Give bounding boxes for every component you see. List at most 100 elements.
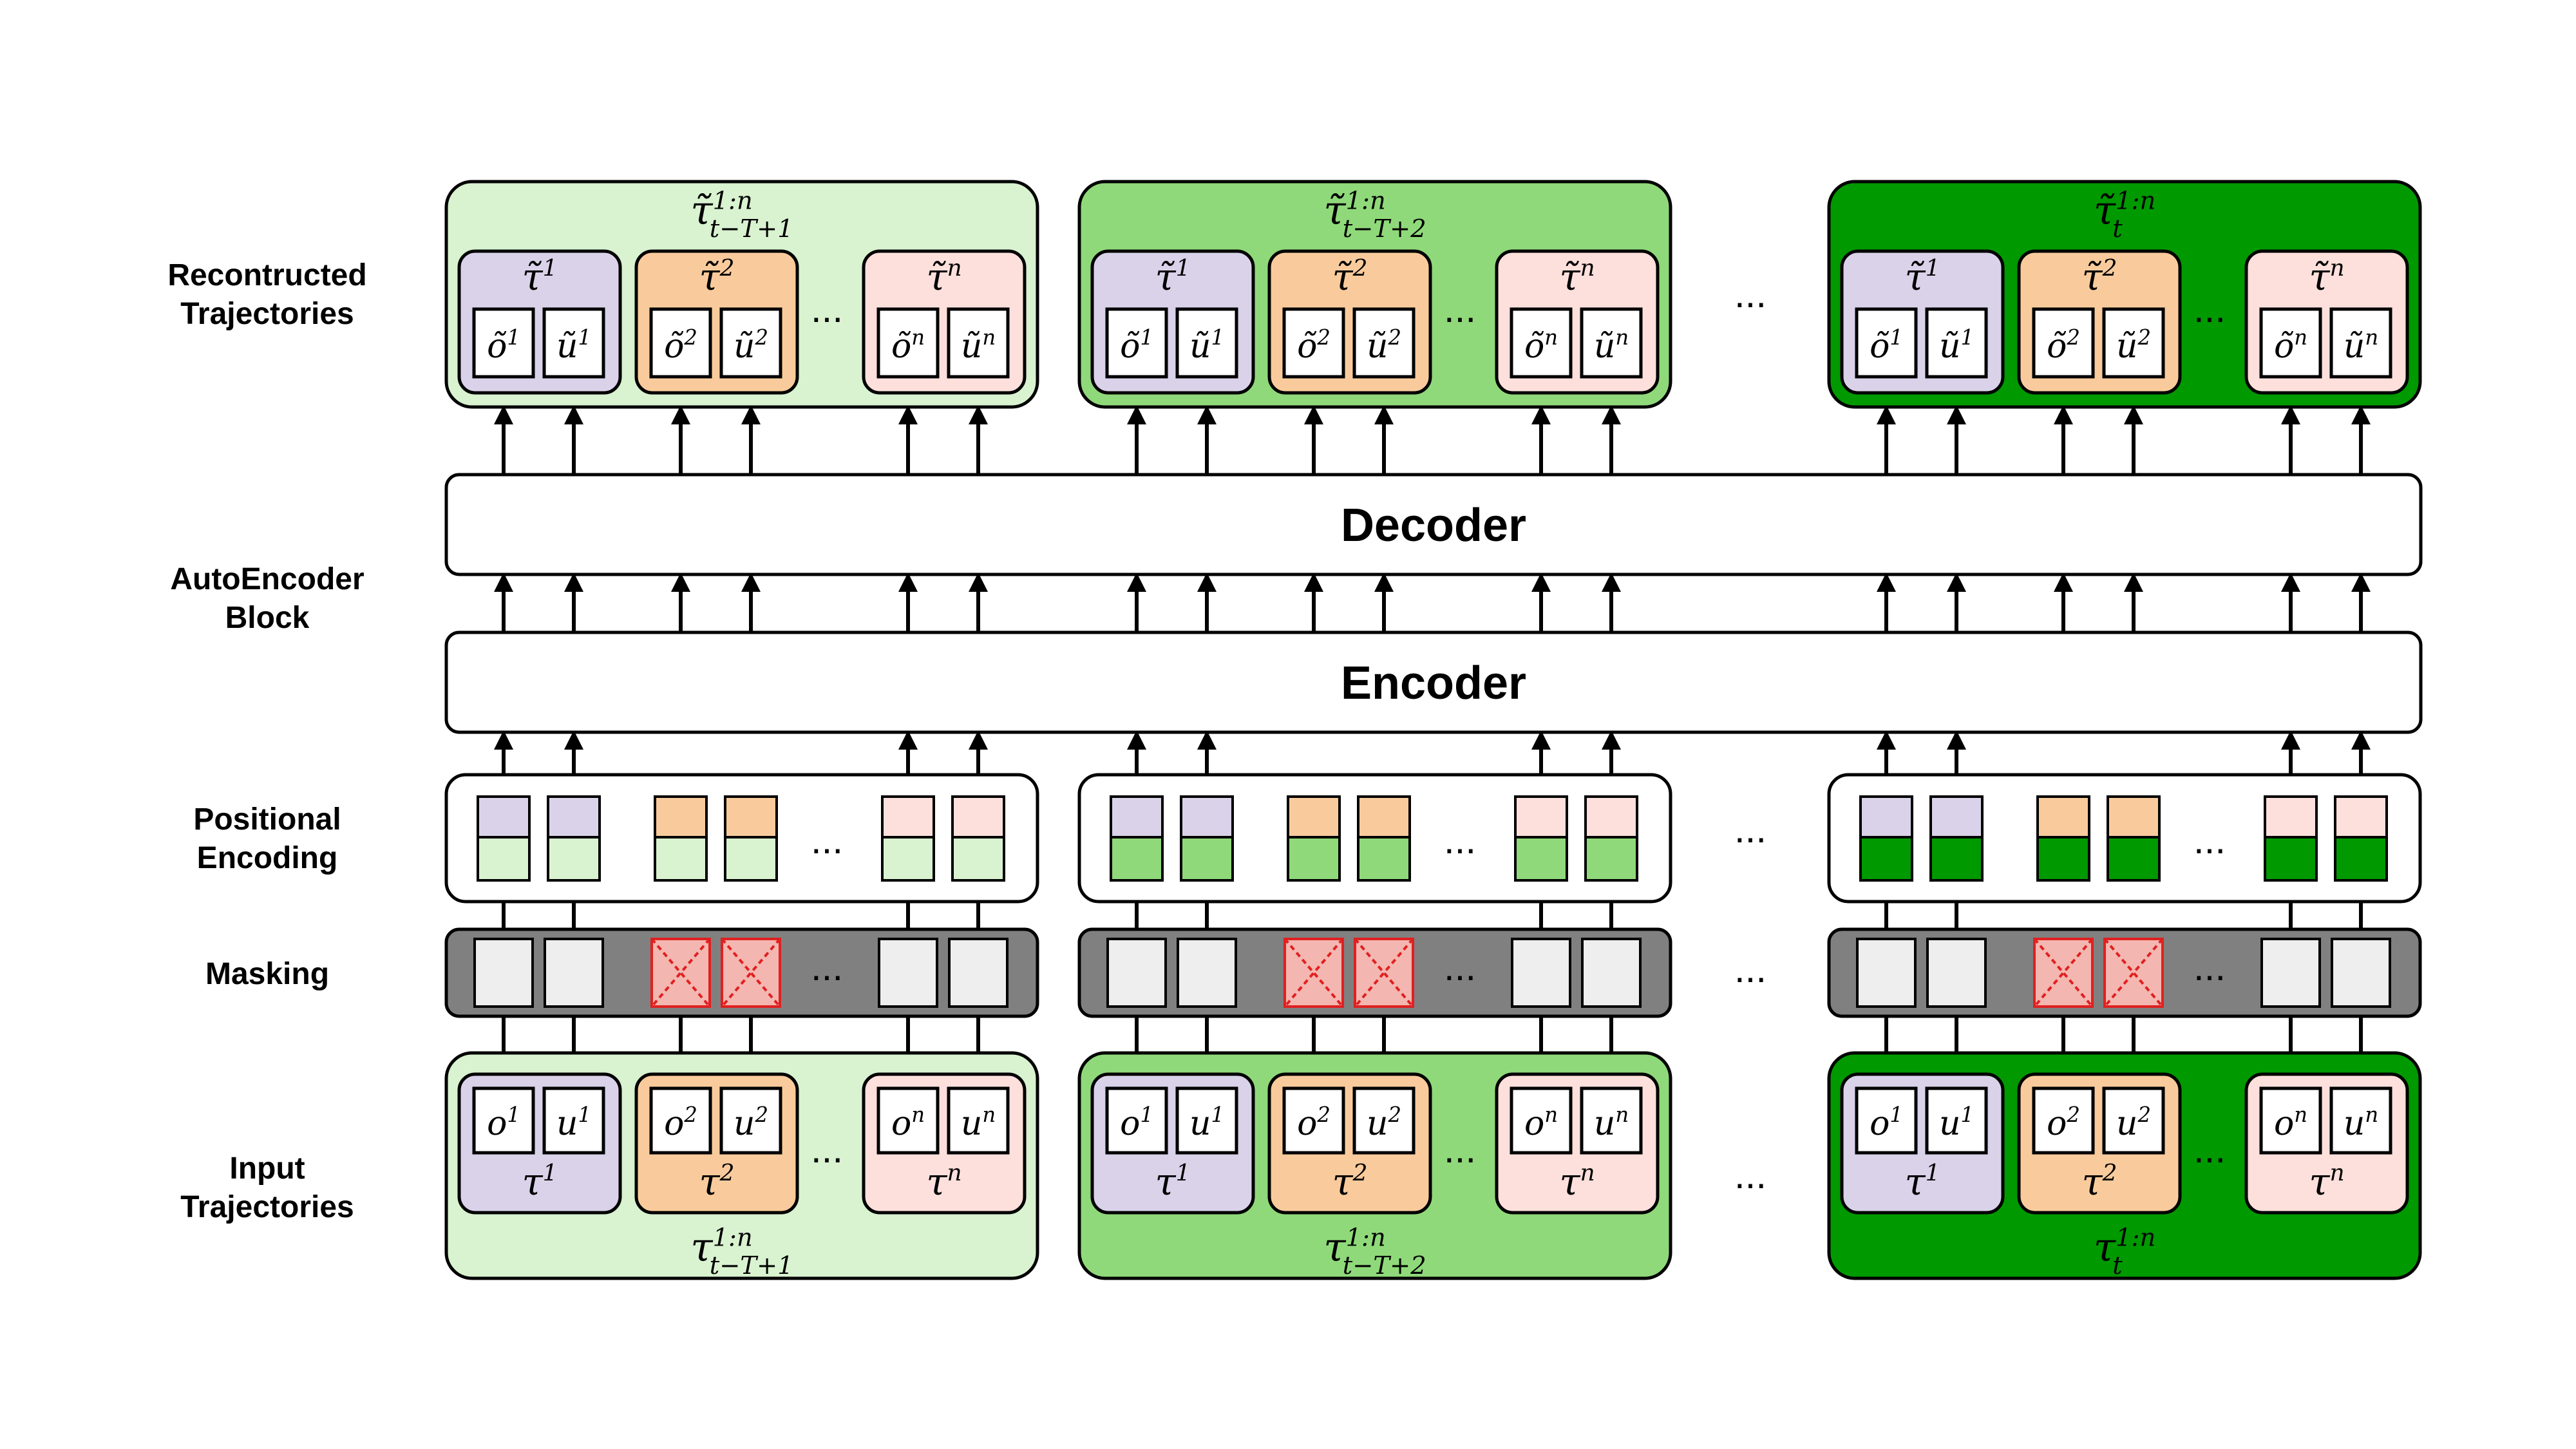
input-act-token-label: un bbox=[1594, 1103, 1629, 1143]
input-agent-label: τ2 bbox=[699, 1160, 735, 1204]
positional-token-time-part bbox=[1514, 836, 1568, 882]
decoder-block: Decoder bbox=[444, 473, 2423, 576]
unmasked-token bbox=[2331, 938, 2391, 1008]
input-act-token bbox=[2329, 1086, 2392, 1155]
label-masking: Masking bbox=[205, 957, 329, 991]
ellipsis-masking: ... bbox=[1734, 947, 1766, 990]
recon-act-token bbox=[542, 307, 605, 379]
input-obs-token bbox=[2259, 1086, 2322, 1155]
positional-token-time-part bbox=[881, 836, 935, 882]
recon-obs-token bbox=[1282, 307, 1345, 379]
input-agent-label: τ1 bbox=[522, 1160, 558, 1204]
positional-token-time-part bbox=[654, 836, 708, 882]
agent-ellipsis: ... bbox=[811, 287, 843, 330]
input-act-token bbox=[542, 1086, 605, 1155]
input-agent-label: τ2 bbox=[1332, 1160, 1368, 1204]
mask-cross-line bbox=[721, 938, 781, 1008]
agent-ellipsis: ... bbox=[1444, 1128, 1476, 1171]
positional-token-time-part bbox=[951, 836, 1005, 882]
recon-obs-token-label: õ2 bbox=[664, 325, 697, 366]
recon-obs-token-label: õn bbox=[2274, 325, 2307, 366]
positional-token-agent-part bbox=[724, 795, 778, 838]
positional-token-agent-part bbox=[1287, 795, 1341, 838]
recon-obs-token-label: õ1 bbox=[1120, 325, 1153, 366]
positional-token-agent-part bbox=[1929, 795, 1984, 838]
positional-token-agent-part bbox=[2264, 795, 2318, 838]
input-agent-label: τ1 bbox=[1905, 1160, 1940, 1204]
agent-ellipsis: ... bbox=[1444, 819, 1476, 862]
unmasked-token bbox=[1926, 938, 1987, 1008]
label-input-line1: Input bbox=[229, 1151, 305, 1186]
agent-ellipsis: ... bbox=[811, 819, 843, 862]
positional-token-time-part bbox=[2264, 836, 2318, 882]
agent-ellipsis: ... bbox=[2193, 1128, 2226, 1171]
unmasked-token bbox=[1856, 938, 1917, 1008]
recon-agent-label: τ̃1 bbox=[522, 255, 558, 299]
recon-act-token bbox=[1175, 307, 1238, 379]
unmasked-token bbox=[2260, 938, 2321, 1008]
positional-token-time-part bbox=[1584, 836, 1638, 882]
input-agent-label: τn bbox=[2309, 1160, 2344, 1204]
recon-act-token bbox=[719, 307, 782, 379]
agent-ellipsis: ... bbox=[811, 945, 843, 989]
recon-obs-token bbox=[472, 307, 535, 379]
input-obs-token-label: o2 bbox=[1297, 1103, 1331, 1143]
recon-act-token bbox=[947, 307, 1010, 379]
masking-band: ... bbox=[1077, 927, 1672, 1018]
input-obs-token bbox=[472, 1086, 535, 1155]
positional-token-agent-part bbox=[1584, 795, 1638, 838]
recon-obs-token bbox=[2259, 307, 2322, 379]
recon-agent-label: τ̃n bbox=[2309, 255, 2344, 299]
recon-act-token-label: ũn bbox=[961, 325, 996, 366]
input-act-token bbox=[1352, 1086, 1416, 1155]
input-obs-token-label: o2 bbox=[664, 1103, 697, 1143]
label-autoencoder-line1: AutoEncoder bbox=[170, 562, 364, 596]
label-positional-line2: Encoding bbox=[197, 841, 338, 875]
recon-obs-token-label: õn bbox=[1524, 325, 1558, 366]
agent-ellipsis: ... bbox=[1444, 945, 1476, 989]
recon-obs-token-label: õ2 bbox=[1297, 325, 1331, 366]
encoder-block: Encoder bbox=[444, 630, 2423, 734]
label-reconstructed-line2: Trajectories bbox=[180, 297, 354, 331]
input-agent-label: τ1 bbox=[1155, 1160, 1191, 1204]
positional-panel: ... bbox=[444, 773, 1039, 904]
recon-agent-label: τ̃2 bbox=[699, 255, 735, 299]
positional-token-time-part bbox=[1357, 836, 1411, 882]
recon-act-token-label: ũ1 bbox=[1189, 325, 1224, 366]
input-obs-token bbox=[649, 1086, 712, 1155]
input-act-token bbox=[1925, 1086, 1988, 1155]
input-obs-token-label: on bbox=[2274, 1103, 2307, 1143]
input-obs-token bbox=[1105, 1086, 1168, 1155]
recon-agent-label: τ̃2 bbox=[2082, 255, 2117, 299]
input-act-token-label: u1 bbox=[1939, 1103, 1974, 1143]
positional-token-agent-part bbox=[477, 795, 531, 838]
positional-token-time-part bbox=[2334, 836, 2388, 882]
unmasked-token bbox=[1106, 938, 1167, 1008]
encoder-label: Encoder bbox=[1341, 658, 1526, 709]
recon-obs-token-label: õ1 bbox=[1870, 325, 1903, 366]
positional-panel: ... bbox=[1827, 773, 2422, 904]
recon-obs-token bbox=[2032, 307, 2095, 379]
label-positional-line1: Positional bbox=[193, 802, 341, 837]
unmasked-token bbox=[948, 938, 1009, 1008]
positional-token-time-part bbox=[1180, 836, 1234, 882]
mask-cross-line bbox=[721, 938, 781, 1008]
recon-obs-token bbox=[1855, 307, 1918, 379]
between-group-ellipses: ... ... ... ... bbox=[1734, 272, 1766, 1197]
